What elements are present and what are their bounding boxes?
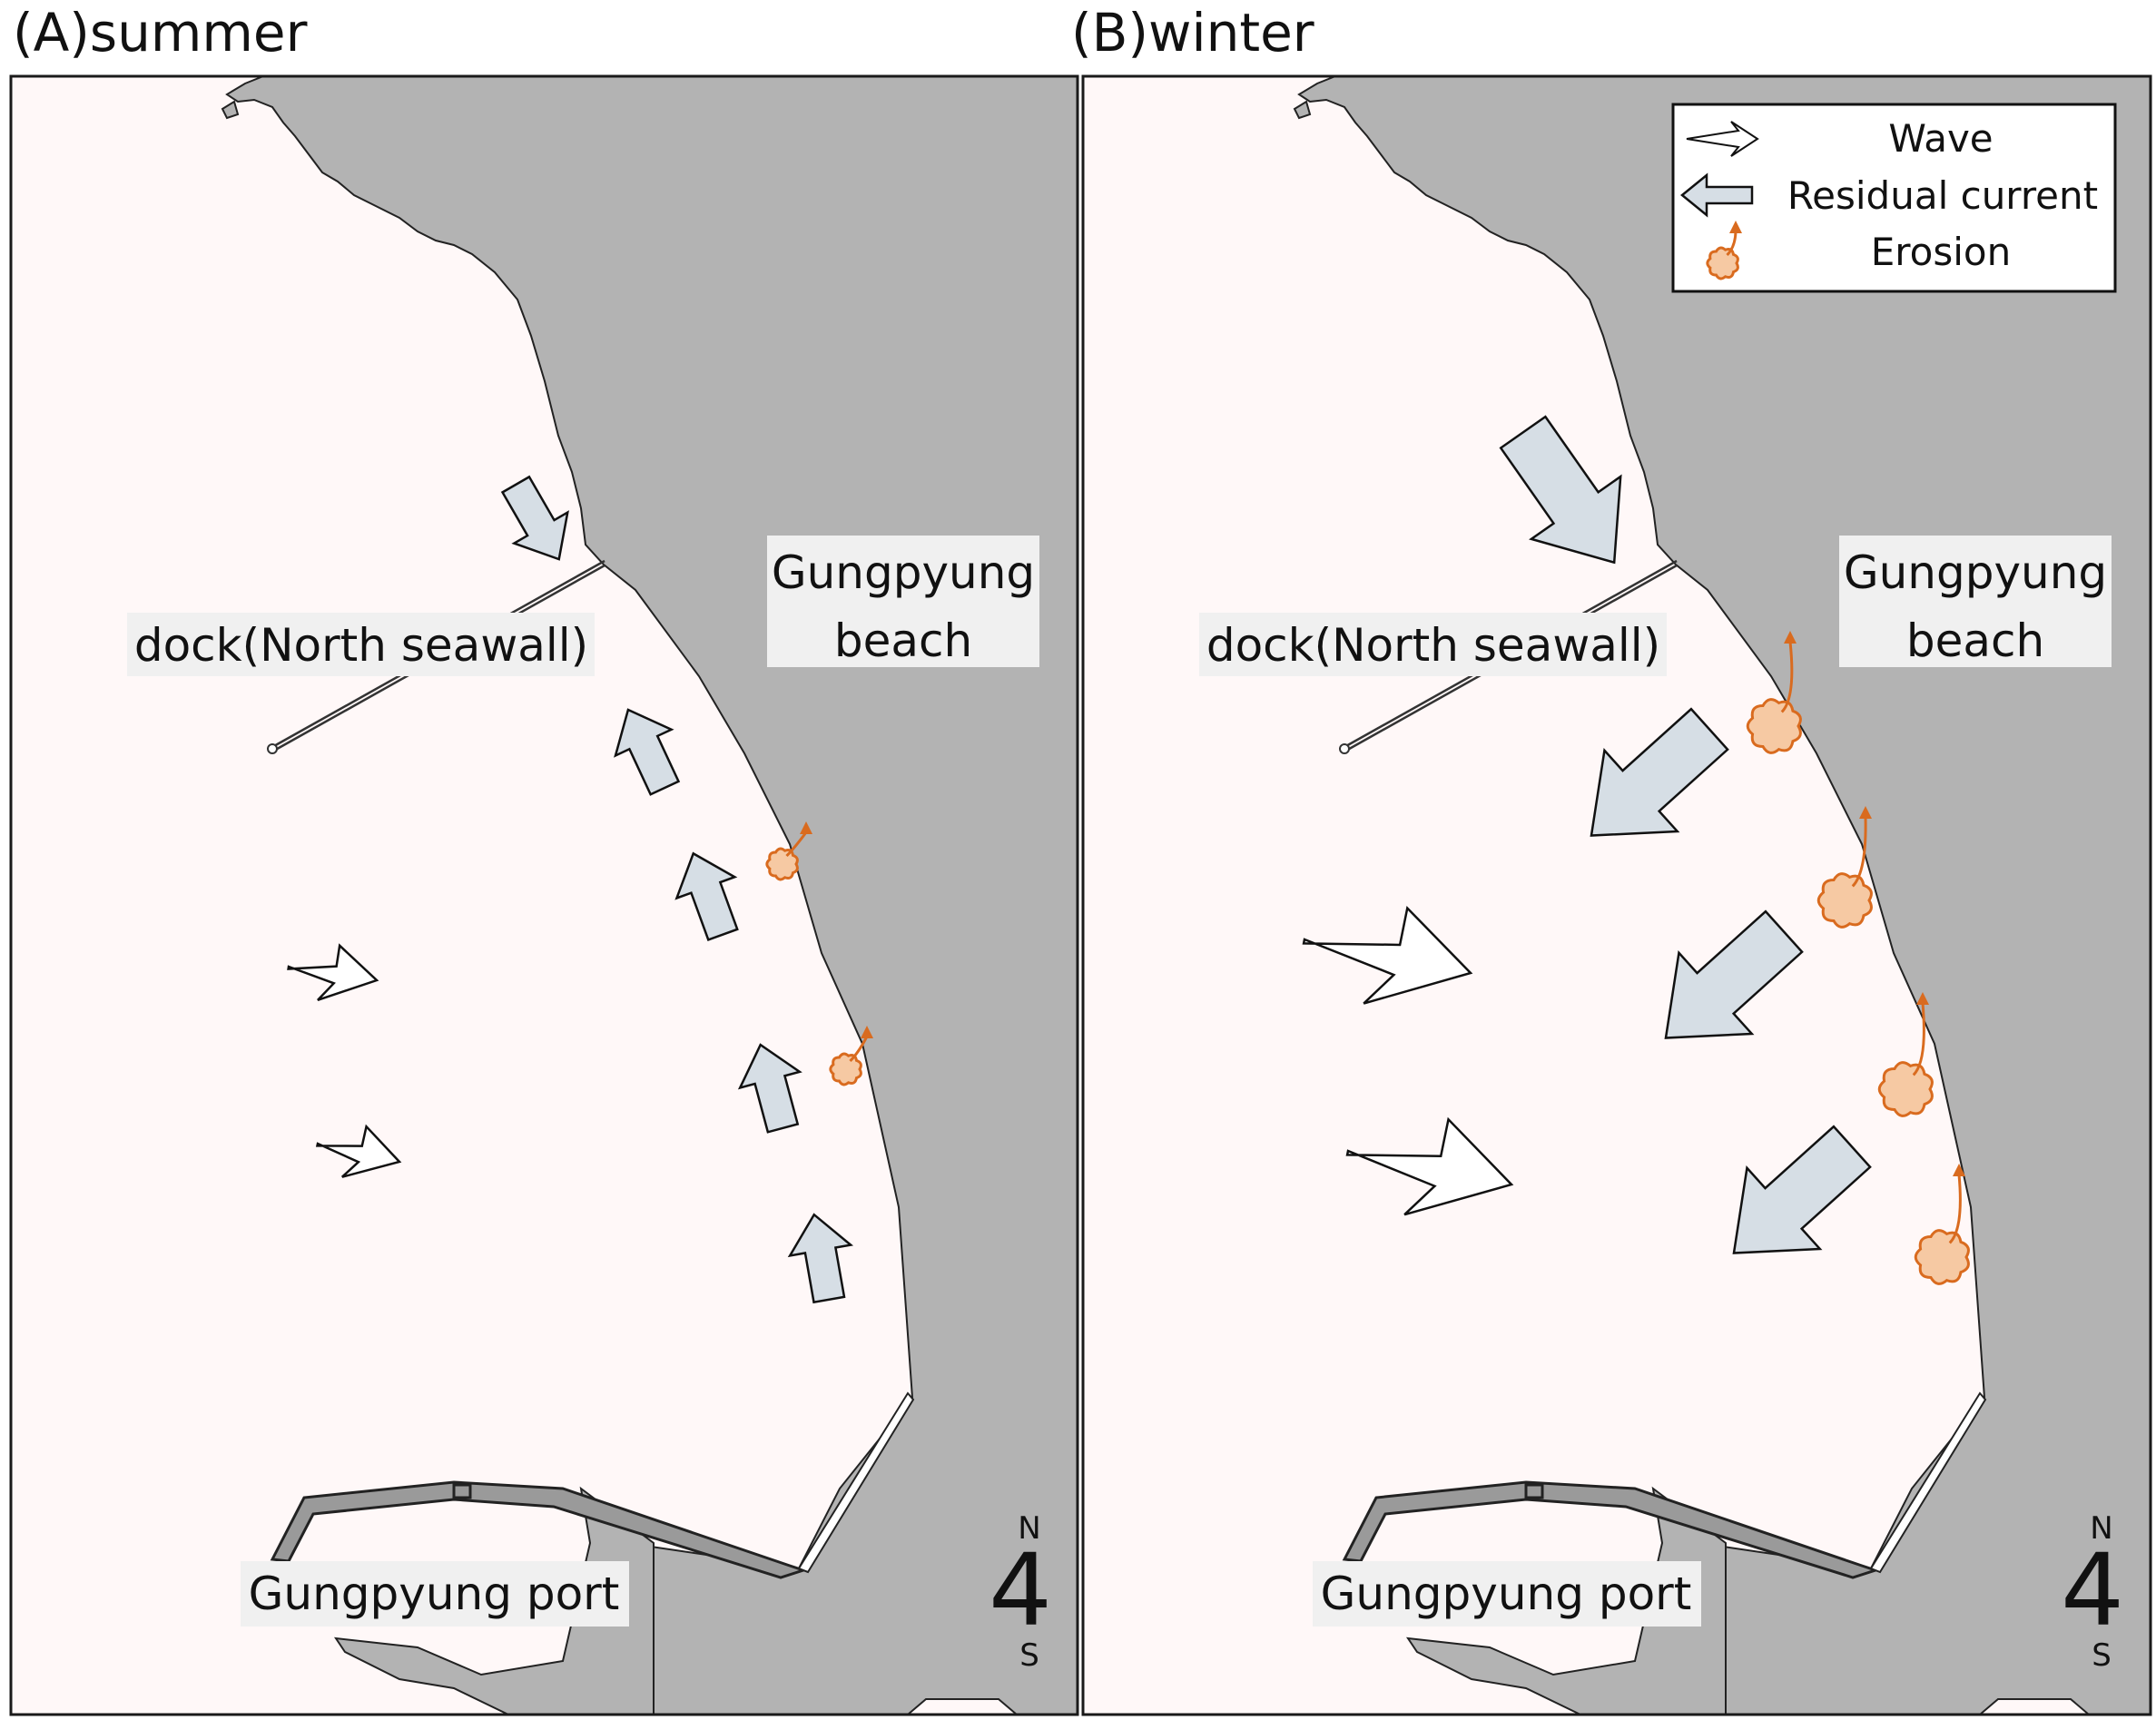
port-gate (1524, 1483, 1544, 1499)
compass-north-label: N (1018, 1510, 1040, 1547)
erosion-marker (1706, 221, 1742, 280)
port-label-bg (1313, 1561, 1701, 1627)
port-label: Gungpyung port (1321, 1568, 1692, 1620)
south-jetty (797, 1391, 915, 1574)
dock-label: dock(North seawall) (1206, 619, 1660, 672)
island (1293, 100, 1312, 120)
panel-a-title: (A)summer (13, 2, 308, 64)
wave-arrow (287, 943, 379, 1002)
erosion-marker (829, 1026, 873, 1086)
port-label-bg (241, 1561, 629, 1627)
current-arrow (1732, 1125, 1872, 1254)
residual-current-arrows (500, 475, 854, 1304)
current-arrow (1664, 909, 1804, 1039)
legend: Wave Residual current Erosion (1671, 103, 2117, 293)
wave-arrow-icon (1686, 121, 1759, 157)
current-arrow (1590, 707, 1729, 837)
erosion-marker (1746, 631, 1802, 754)
dock-label-bg (1199, 613, 1667, 676)
wave-arrows (287, 943, 402, 1178)
compass-glyph: 4 (2061, 1532, 2124, 1648)
port-gate (452, 1483, 472, 1499)
legend-erosion-label: Erosion (1871, 230, 2011, 274)
erosion-marker (1816, 806, 1873, 929)
port-label: Gungpyung port (249, 1568, 620, 1620)
current-arrow (737, 1043, 802, 1134)
legend-current-label: Residual current (1787, 173, 2098, 218)
beach-label-bg (1839, 536, 2112, 667)
compass-south-label: S (2092, 1637, 2112, 1674)
compass-glyph: 4 (989, 1532, 1052, 1648)
erosion-icon (1706, 221, 1742, 280)
beach-label-line2: beach (834, 614, 972, 667)
port-breakwater (270, 1480, 808, 1579)
compass-north-label: N (2090, 1510, 2112, 1547)
panel-b-frame (1081, 74, 2152, 1716)
residual-current-arrows (1499, 415, 1872, 1254)
panel-b-title: (B)winter (1071, 2, 1314, 64)
beach-label-line1: Gungpyung (772, 546, 1035, 599)
panel-a-map: dock(North seawall) Gungpyung beach Gung… (11, 76, 1078, 1715)
compass-rose: N 4 S (989, 1510, 1052, 1674)
dock-label: dock(North seawall) (134, 619, 588, 672)
current-arrow (787, 1213, 854, 1304)
dock-label-bg (127, 613, 595, 676)
port-land (1405, 1486, 1727, 1715)
panel-a-frame (9, 74, 1079, 1716)
wave-arrow (1345, 1116, 1514, 1216)
erosion-markers (765, 821, 873, 1086)
island (221, 100, 240, 120)
beach-label-line2: beach (1906, 614, 2044, 667)
current-arrow (674, 851, 739, 942)
beach-label-bg (767, 536, 1039, 667)
wave-arrow (1302, 905, 1473, 1005)
erosion-marker (1877, 992, 1934, 1117)
wave-arrows (1302, 905, 1514, 1216)
south-jetty (1869, 1391, 1987, 1574)
panel-b-map: dock(North seawall) Gungpyung beach Gung… (1083, 76, 2151, 1715)
port-land (333, 1486, 655, 1715)
legend-wave-label: Wave (1888, 116, 1993, 161)
erosion-marker (765, 821, 812, 881)
current-arrow-icon (1680, 172, 1754, 218)
current-arrow (614, 708, 681, 796)
erosion-marker (1914, 1164, 1970, 1285)
wave-arrow (315, 1124, 402, 1178)
compass-south-label: S (1019, 1637, 1039, 1674)
compass-rose: N 4 S (2061, 1510, 2124, 1674)
erosion-markers (1746, 631, 1970, 1285)
port-breakwater (1342, 1480, 1880, 1579)
current-arrow (1499, 415, 1622, 565)
current-arrow (500, 475, 569, 561)
beach-label-line1: Gungpyung (1844, 546, 2107, 599)
